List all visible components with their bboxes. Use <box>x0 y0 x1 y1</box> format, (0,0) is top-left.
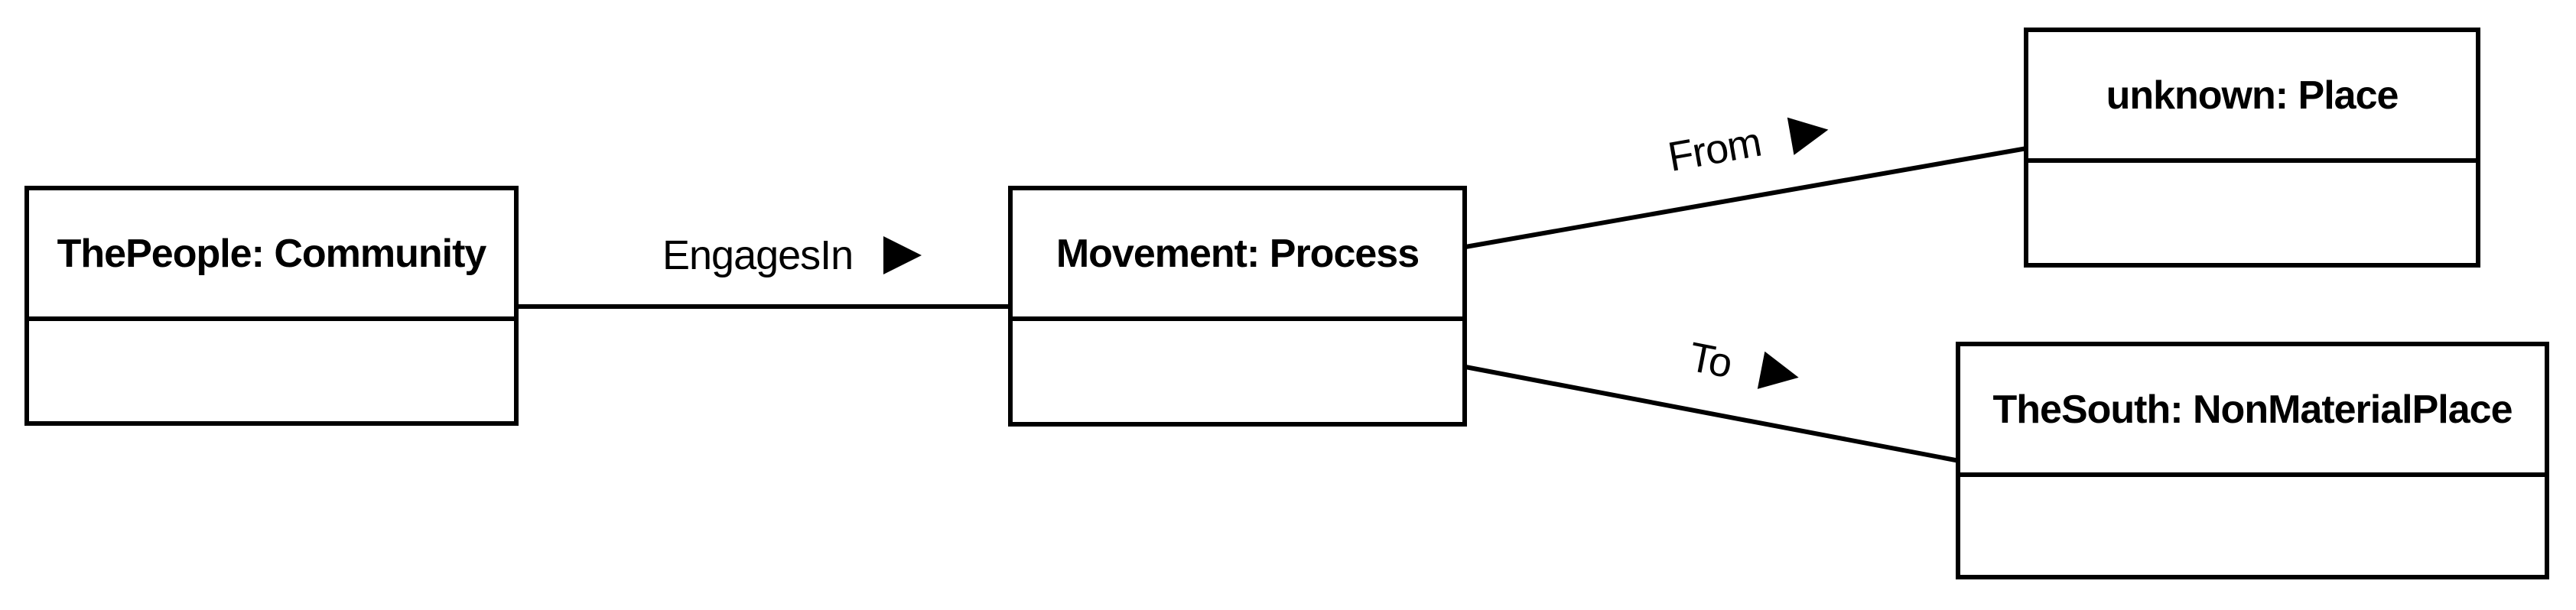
direction-arrow-icon <box>883 236 922 274</box>
uml-node-thesouth: TheSouth: NonMaterialPlace <box>1956 342 2549 579</box>
edge-label-engagesin: EngagesIn <box>662 232 922 278</box>
edge-line-to <box>1465 365 1960 463</box>
uml-node-thepeople: ThePeople: Community <box>24 186 519 426</box>
node-title: Movement: Process <box>1013 190 1462 321</box>
uml-node-unknown-place: unknown: Place <box>2024 28 2480 268</box>
direction-arrow-icon <box>1757 351 1803 397</box>
node-attributes-compartment <box>29 321 514 421</box>
edge-label-text: To <box>1685 333 1736 388</box>
node-attributes-compartment <box>2028 163 2476 263</box>
node-title: TheSouth: NonMaterialPlace <box>1960 346 2545 477</box>
node-title: unknown: Place <box>2028 32 2476 163</box>
node-title: ThePeople: Community <box>29 190 514 321</box>
node-attributes-compartment <box>1013 321 1462 422</box>
direction-arrow-icon <box>1787 110 1832 155</box>
edge-label-text: EngagesIn <box>662 232 854 278</box>
edge-line-from <box>1465 146 2028 249</box>
node-attributes-compartment <box>1960 477 2545 575</box>
uml-node-movement: Movement: Process <box>1008 186 1467 427</box>
